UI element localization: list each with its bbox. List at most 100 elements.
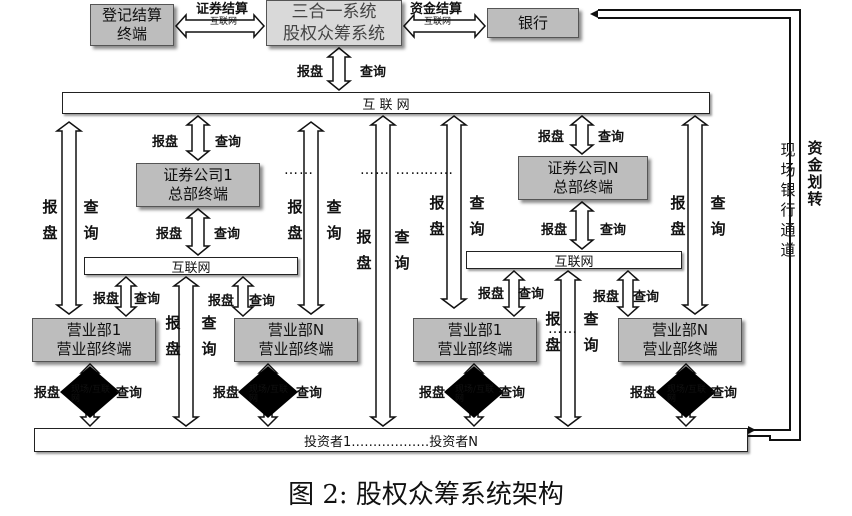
branchN-right-line2: 营业部终端 <box>642 340 718 358</box>
report-vertical: 报盘 <box>356 228 372 272</box>
brokerN-line2: 总部终端 <box>552 178 613 196</box>
internet-right-bar: 互联网 <box>466 251 682 270</box>
branchN-left-line1: 营业部N <box>267 321 325 339</box>
branch1-right-line1: 营业部1 <box>447 321 503 339</box>
bank-channel-line <box>598 9 801 441</box>
ellipsis-1: …… <box>284 162 314 178</box>
report-vertical: 报盘 <box>165 314 181 358</box>
brokerN-line1: 证券公司N <box>547 159 619 177</box>
double-arrow-vertical <box>171 276 201 427</box>
double-arrow-vertical <box>368 115 398 427</box>
query-label: 查询 <box>633 290 660 305</box>
onsite-internet-label: 现场/互联网 <box>667 385 707 404</box>
investors-label: 投资者1………………投资者N <box>304 434 478 450</box>
query-label: 查询 <box>214 227 241 242</box>
registry-line2: 终端 <box>116 25 147 43</box>
internet-left-bar: 互联网 <box>84 257 298 276</box>
query-label: 查询 <box>249 294 276 309</box>
registry-terminal: 登记结算 终端 <box>90 4 174 46</box>
query-label: 查询 <box>711 386 738 401</box>
diamond-branchN-right <box>656 366 716 418</box>
branch1-left-line1: 营业部1 <box>66 321 122 339</box>
report-vertical: 报盘 <box>545 310 561 354</box>
diamond-branch1-right <box>444 366 504 418</box>
fund-transfer-label: 资金划转 <box>807 139 823 208</box>
branchN-left-terminal: 营业部N 营业部终端 <box>234 318 358 362</box>
ellipsis-4: …… <box>548 321 578 337</box>
internet-main-label: 互 联 网 <box>362 97 410 113</box>
double-arrow-vertical <box>680 115 710 315</box>
double-arrow-vertical <box>325 47 353 91</box>
fund-settlement-label: 资金结算 <box>410 2 463 17</box>
double-arrow-vertical <box>54 121 84 315</box>
figure-caption: 图 2: 股权众筹系统架构 <box>288 480 564 510</box>
query-label: 查询 <box>600 223 627 238</box>
report-label: 报盘 <box>538 130 565 145</box>
query-label: 查询 <box>134 292 161 307</box>
report-label: 报盘 <box>541 223 568 238</box>
report-label: 报盘 <box>156 227 183 242</box>
internet-main-bar: 互 联 网 <box>62 92 710 114</box>
broker1-line2: 总部终端 <box>167 185 228 203</box>
system-line1: 三合一系统 <box>291 2 377 22</box>
branchN-right-line1: 营业部N <box>651 321 709 339</box>
double-arrow-vertical <box>439 115 469 309</box>
double-arrow-vertical <box>502 269 526 318</box>
query-label: 查询 <box>116 386 143 401</box>
report-label: 报盘 <box>630 386 657 401</box>
bank-channel-line-inner <box>598 17 791 431</box>
system-line2: 股权众筹系统 <box>283 24 385 44</box>
query-vertical: 查询 <box>583 310 599 354</box>
internet-right-label: 互联网 <box>554 254 594 270</box>
report-label: 报盘 <box>419 386 446 401</box>
query-vertical: 查询 <box>201 314 217 358</box>
branch1-left-terminal: 营业部1 营业部终端 <box>32 318 156 362</box>
double-arrow-vertical <box>184 115 212 161</box>
crowdfunding-system: 三合一系统 股权众筹系统 <box>266 0 402 46</box>
report-label: 报盘 <box>34 386 61 401</box>
query-vertical: 查询 <box>83 198 99 242</box>
branch1-right-terminal: 营业部1 营业部终端 <box>413 318 537 362</box>
report-vertical: 报盘 <box>429 194 445 238</box>
internet-small-left: 互联网 <box>210 17 238 27</box>
investors-bar: 投资者1………………投资者N <box>34 428 748 452</box>
onsite-internet-label: 现场/互联网 <box>455 385 495 404</box>
bank-label: 银行 <box>517 13 548 32</box>
branch1-left-line2: 营业部终端 <box>56 340 132 358</box>
report-vertical: 报盘 <box>287 198 303 242</box>
report-vertical: 报盘 <box>42 198 58 242</box>
double-arrow-vertical <box>616 269 640 318</box>
double-arrow-vertical <box>568 201 596 250</box>
brokerN-terminal: 证券公司N 总部终端 <box>518 156 648 200</box>
query-label: 查询 <box>296 386 323 401</box>
bank-box: 银行 <box>487 8 579 38</box>
double-arrow-vertical <box>296 121 326 315</box>
onsite-internet-label: 现场/互联网 <box>71 385 111 404</box>
broker1-line1: 证券公司1 <box>163 166 233 184</box>
query-label: 查询 <box>499 386 526 401</box>
internet-small-right: 互联网 <box>424 17 452 27</box>
double-arrow-vertical <box>568 115 596 155</box>
query-label: 查询 <box>518 287 545 302</box>
report-label: 报盘 <box>93 292 120 307</box>
report-label: 报盘 <box>152 135 179 150</box>
securities-settlement-label: 证券结算 <box>196 2 249 17</box>
branchN-right-terminal: 营业部N 营业部终端 <box>618 318 742 362</box>
registry-line1: 登记结算 <box>101 6 162 24</box>
query-label: 查询 <box>215 135 242 150</box>
diamond-branch1-left <box>60 366 120 418</box>
internet-left-label: 互联网 <box>171 260 211 276</box>
double-arrow-vertical <box>231 275 255 318</box>
report-label: 报盘 <box>478 287 505 302</box>
double-arrow-vertical <box>553 270 583 427</box>
branchN-left-line2: 营业部终端 <box>258 340 334 358</box>
broker1-terminal: 证券公司1 总部终端 <box>136 163 260 207</box>
double-arrow-vertical <box>184 208 212 256</box>
double-arrow-horizontal <box>174 13 266 39</box>
query-label: 查询 <box>360 65 387 80</box>
ellipsis-3: …… <box>424 162 454 178</box>
query-label: 查询 <box>598 130 625 145</box>
report-vertical: 报盘 <box>670 194 686 238</box>
